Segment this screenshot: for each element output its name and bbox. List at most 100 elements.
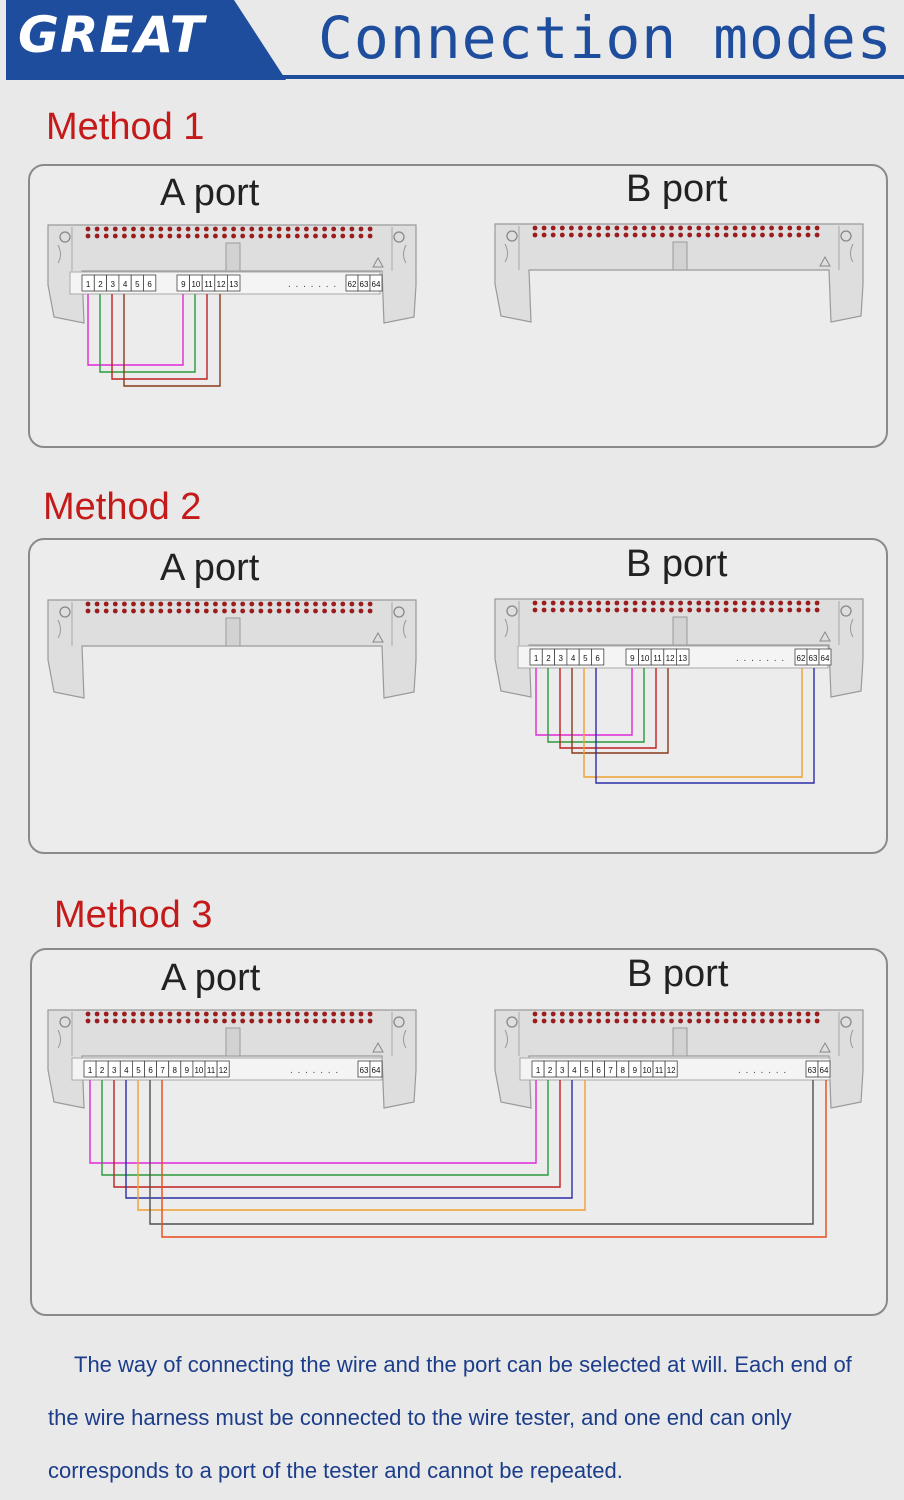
method-3-port-b-pin-dot [660, 1011, 665, 1017]
method-1-port-a-pin-dot [322, 226, 327, 232]
method-2-port-a-pin-dot [267, 608, 273, 614]
method-2-port-a-pin-dot [331, 601, 337, 607]
method-3-port-a-pin-dot [213, 1018, 218, 1024]
method-1-port-a-pin-dot [222, 226, 227, 232]
method-3-port-b-pin-dot [805, 1011, 811, 1017]
method-2-port-a-pin1-marker [372, 631, 384, 643]
method-2-port-b-pin-number: 6 [595, 654, 600, 663]
method-2-port-b-pin-dot [541, 607, 547, 613]
method-1-port-b-pin-dot [623, 225, 629, 231]
method-3-port-a-pin-dot [85, 1011, 91, 1017]
method-3-port-b-pin-number: 64 [820, 1066, 829, 1075]
method-3-port-a-pin-number: 1 [88, 1066, 93, 1075]
method-2-port-b-pin-dot [769, 600, 774, 606]
method-2-port-a-pin-dot [231, 601, 237, 607]
method-1-wire [111, 294, 208, 380]
method-1-port-b-latch-curve [504, 243, 854, 263]
method-1-port-b-pin-dot [751, 232, 756, 238]
method-1-port-b-pin-dot [796, 232, 802, 238]
method-3-port-b-pin-dot [787, 1011, 793, 1017]
method-3-port-b-pin-dot [541, 1011, 547, 1017]
method-3-port-a-pin-dot [349, 1018, 355, 1024]
method-3-port-a-pin-dot [140, 1011, 146, 1017]
method-1-port-b-pin-dot [669, 225, 674, 231]
method-2-port-b-pin-dot [641, 600, 647, 606]
method-3-port-a-mount-hole-right [393, 1016, 405, 1028]
method-1-port-a-pin-dot [158, 233, 164, 239]
method-2-port-b-latch-curve [504, 618, 854, 638]
method-2-port-a-pin-dot [267, 601, 273, 607]
method-1-port-b-pin-dot [787, 225, 793, 231]
method-2-port-a-pin-dot [285, 601, 291, 607]
method-3-port-a-pin-number: 11 [207, 1066, 216, 1075]
method-2-port-a-pin-dot [85, 601, 91, 607]
method-1-port-a-key-notch [225, 242, 241, 272]
brand-logo [6, 0, 286, 80]
method-3-port-b-pin-dot [678, 1011, 683, 1017]
method-3-port-a-pin-cell [369, 1060, 383, 1078]
method-2-port-b-pin-dot [787, 600, 793, 606]
method-2-port-a-pin-dot [203, 608, 209, 614]
method-1-port-a-pin-dot [231, 226, 237, 232]
method-2-port-b-pin-number: 64 [821, 654, 830, 663]
method-1-port-b-pin-dot [632, 232, 638, 238]
method-3-port-a-pin-dot [176, 1018, 182, 1024]
method-1-port-b-pin-dot [805, 232, 811, 238]
method-1-port-a-pin-number: 9 [181, 280, 186, 289]
method-1-port-a-pin-dot [340, 233, 346, 239]
method-3-port-b-pin-dot [660, 1018, 665, 1024]
method-1-port-a-pin-dot [267, 233, 273, 239]
method-1-port-a-ellipsis: . . . . . . . [288, 279, 337, 290]
method-2-port-b-pin-dot [751, 600, 756, 606]
method-1-port-b-pin-dot [805, 225, 811, 231]
method-2-port-b-pin-dot [778, 600, 784, 606]
method-1-port-a-pin-dot [94, 226, 100, 232]
method-3-port-a-pin-number: 64 [372, 1066, 381, 1075]
method-2-port-b-pin-dot [623, 607, 629, 613]
method-1-port-b-pin-dot [678, 225, 683, 231]
method-1-port-b-pin-dot [723, 225, 729, 231]
method-3-port-a-pin-dot [131, 1018, 136, 1024]
method-1-port-a-pin-dot [304, 226, 309, 232]
method-3-port-b-pin-dot [605, 1018, 611, 1024]
method-3-port-b-pin-dot [723, 1018, 729, 1024]
method-2-port-b-pin-dot [605, 607, 611, 613]
method-2-port-a-pin-dot [249, 601, 255, 607]
method-2-port-a-pin-dot [131, 608, 136, 614]
method-3-port-a-pin-dot [103, 1018, 109, 1024]
method-2-port-b-pin-dot [696, 600, 702, 606]
method-2-port-b-pin-dot [714, 607, 720, 613]
method-2-port-b-pin-dot [660, 600, 665, 606]
method-1-port-b-pin-dot [787, 232, 793, 238]
method-3-port-a-pin-dot [340, 1011, 346, 1017]
method-2-panel [28, 538, 888, 854]
method-3-port-a-pin-dot [258, 1018, 264, 1024]
method-2-port-a-pin-dot [94, 608, 100, 614]
method-3-port-b-pin1-marker [819, 1041, 831, 1053]
method-3-port-a-mount-hole-left [59, 1016, 71, 1028]
method-1-port-a-pin-dot [285, 233, 291, 239]
method-2-port-a-pin-dot [294, 608, 300, 614]
method-2-port-a-pin-dot [131, 601, 136, 607]
method-1-port-b-pin-dot [559, 232, 565, 238]
method-3-port-b-pin-dot [641, 1011, 647, 1017]
method-1-a-port-label: A port [160, 172, 260, 214]
method-2-port-a-pin-dot [213, 601, 218, 607]
method-3-port-a-pin-dot [158, 1011, 164, 1017]
method-1-port-a-pin-dot [203, 226, 209, 232]
method-2-port-b-pin-dot [569, 607, 574, 613]
method-3-port-a-pin-dot [112, 1018, 118, 1024]
method-2-port-a-pin-dot [231, 608, 237, 614]
method-2-port-a-pin-dot [322, 608, 327, 614]
method-1-port-b-pin-dot [732, 232, 738, 238]
method-3-port-a-pin-dot [240, 1018, 246, 1024]
method-1-port-a-pin-dot [240, 233, 246, 239]
method-3-port-a-pin-dot [185, 1011, 191, 1017]
method-1-port-a-pin-dot [140, 226, 146, 232]
method-2-port-b-pin-dot [605, 600, 611, 606]
method-1-port-a-pin-dot [231, 233, 237, 239]
method-3-port-b-pin-dot [632, 1018, 638, 1024]
method-2-port-b-pin1-marker [819, 630, 831, 642]
method-2-port-a-pin-dot [94, 601, 100, 607]
method-3-port-b-pin-number: 7 [608, 1066, 613, 1075]
